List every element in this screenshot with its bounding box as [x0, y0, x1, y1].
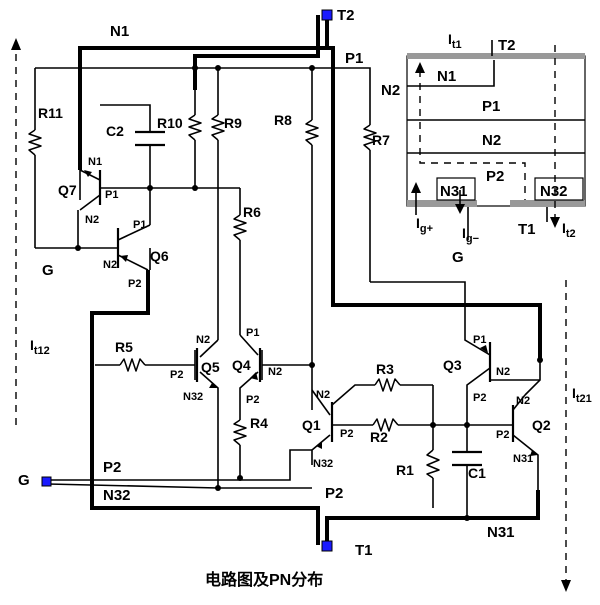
net-n31-label: N31 — [487, 524, 515, 541]
inset-n2-left-label: N2 — [381, 82, 400, 99]
transistor-q2-c: N2 — [516, 395, 530, 407]
resistor-r11-label: R11 — [38, 105, 63, 121]
resistor-r10-label: R10 — [157, 115, 183, 131]
inset-it2-label: It2 — [562, 220, 576, 240]
transistor-q5-c: N2 — [196, 334, 210, 346]
current-it21-label: It21 — [572, 385, 592, 405]
inset-it1-label: It1 — [448, 31, 462, 51]
inset-ig-minus-label: Ig− — [462, 225, 479, 245]
transistor-q3-c: P1 — [473, 334, 486, 346]
transistor-q3-b: N2 — [496, 366, 510, 378]
transistor-q5-label: Q5 — [201, 359, 220, 375]
transistor-q2-label: Q2 — [532, 417, 551, 433]
capacitor-c1-label: C1 — [468, 465, 486, 481]
resistor-r10-symbol — [188, 114, 202, 141]
capacitor-c2-label: C2 — [106, 123, 124, 139]
transistor-q7-label: Q7 — [58, 182, 77, 198]
resistor-r2-symbol — [372, 418, 399, 432]
inset-p2-label: P2 — [486, 168, 504, 185]
inset-ig-plus-label: Ig+ — [416, 215, 433, 235]
inset-n2-label: N2 — [482, 132, 501, 149]
transistor-q1-e: N32 — [313, 458, 333, 470]
transistor-q1-b: P2 — [340, 428, 353, 440]
transistor-q1-symbol — [316, 402, 334, 449]
terminal-t2-label: T2 — [337, 7, 355, 24]
transistor-q5-b: P2 — [170, 369, 183, 381]
transistor-q2-e: N31 — [513, 453, 533, 465]
thick-wire-t2 — [78, 15, 542, 360]
transistor-q2-symbol — [511, 394, 538, 456]
transistor-q1-c: N2 — [316, 389, 330, 401]
terminal-g-label: G — [18, 472, 30, 489]
transistor-q7-b: P1 — [105, 189, 118, 201]
resistor-r7-label: R7 — [372, 132, 390, 148]
resistor-r1-label: R1 — [396, 462, 414, 478]
net-n32-label: N32 — [103, 487, 131, 504]
transistor-q7-e: N2 — [85, 214, 99, 226]
resistor-r9-symbol — [211, 114, 225, 141]
resistor-r4-symbol — [233, 419, 247, 446]
transistor-q7-c: N1 — [88, 156, 102, 168]
inset-t1-label: T1 — [518, 221, 536, 238]
resistor-r9-label: R9 — [224, 115, 242, 131]
transistor-q1-label: Q1 — [302, 417, 321, 433]
inset-p1-label: P1 — [482, 98, 500, 115]
transistor-q4-c: P1 — [246, 327, 259, 339]
inset-n31-label: N31 — [440, 183, 468, 200]
terminal-g-label-upper: G — [42, 262, 54, 279]
inset-t2-label: T2 — [498, 37, 516, 54]
terminal-t2-pad — [321, 9, 333, 21]
resistor-r2-label: R2 — [370, 429, 388, 445]
transistor-q5-e: N32 — [183, 391, 203, 403]
diagram-caption: 电路图及PN分布 — [205, 570, 323, 589]
resistor-r11-symbol — [28, 129, 42, 156]
resistor-r5-symbol — [119, 358, 146, 372]
capacitor-c2-symbol — [135, 130, 165, 147]
inset-g-label: G — [452, 249, 464, 266]
transistor-q6-label: Q6 — [150, 248, 169, 264]
transistor-q3-e: P2 — [473, 392, 486, 404]
net-n1-label: N1 — [110, 23, 129, 40]
transistor-q6-b: N2 — [103, 259, 117, 271]
current-arrow-right — [561, 280, 571, 592]
transistor-q4-label: Q4 — [232, 357, 251, 373]
transistor-q4-e: P2 — [246, 394, 259, 406]
terminal-t1-label: T1 — [355, 542, 373, 559]
transistor-q6-symbol — [116, 224, 151, 271]
transistor-q3-label: Q3 — [443, 357, 462, 373]
transistor-q2-b: P2 — [496, 429, 509, 441]
thick-wire-t1 — [90, 270, 540, 545]
net-p2-label: P2 — [103, 459, 121, 476]
resistor-r8-symbol — [305, 119, 319, 146]
terminal-g-pad — [41, 476, 52, 487]
transistor-q4-b: N2 — [268, 366, 282, 378]
transistor-q4-symbol — [250, 348, 262, 382]
transistor-q3-symbol — [480, 342, 492, 382]
resistor-r3-label: R3 — [376, 361, 394, 377]
transistor-q6-e: P2 — [128, 278, 141, 290]
pn-structure-inset — [406, 40, 586, 240]
current-arrow-left — [11, 38, 21, 425]
terminal-t1-pad — [321, 540, 333, 552]
net-p1-label: P1 — [345, 50, 363, 67]
resistor-r7-symbol — [363, 124, 377, 151]
resistor-r5-label: R5 — [115, 339, 133, 355]
junction-dots — [75, 65, 543, 521]
net-p2b-label: P2 — [325, 485, 343, 502]
resistor-r4-label: R4 — [250, 415, 268, 431]
transistor-q6-c: P1 — [133, 219, 146, 231]
resistor-r8-label: R8 — [274, 112, 292, 128]
transistor-q5-symbol — [195, 348, 217, 388]
inset-n32-label: N32 — [540, 183, 568, 200]
current-it12-label: It12 — [30, 337, 50, 357]
resistor-r1-symbol — [426, 449, 440, 479]
transistor-q7-symbol — [79, 169, 102, 211]
resistor-r6-symbol — [233, 214, 247, 241]
inset-n1-label: N1 — [437, 68, 456, 85]
resistor-r6-label: R6 — [243, 204, 261, 220]
resistor-r3-symbol — [374, 378, 401, 392]
capacitor-c1-symbol — [452, 450, 482, 467]
